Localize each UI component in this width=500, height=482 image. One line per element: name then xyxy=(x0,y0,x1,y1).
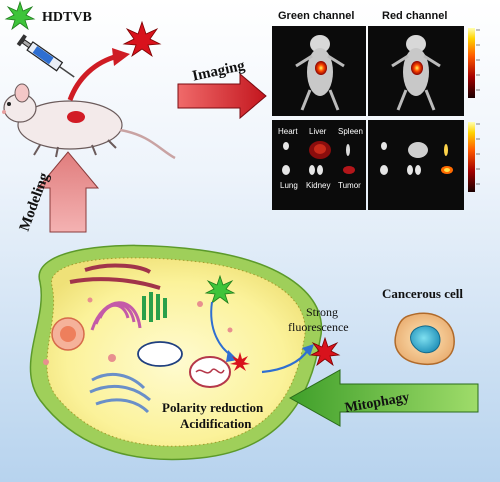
organ-label-liver: Liver xyxy=(309,127,327,136)
organ-label-lung: Lung xyxy=(280,181,298,190)
curved-arrow-head xyxy=(112,48,130,66)
acidification-label: Acidification xyxy=(180,416,252,431)
mitophagy-arrow xyxy=(288,369,479,427)
cancerous-cell-icon xyxy=(394,312,455,366)
fluorescence-arrowhead xyxy=(302,344,314,356)
cell-green-probe-icon xyxy=(204,274,236,305)
golgi-apparatus xyxy=(90,301,142,331)
green-channel-label: Green channel xyxy=(278,10,354,22)
chloroplast-stack xyxy=(142,292,167,322)
mouse-tumor-spot xyxy=(67,111,85,123)
modeling-arrow xyxy=(36,151,100,233)
cancerous-cell-label: Cancerous cell xyxy=(382,286,463,301)
probe-label: HDTVB xyxy=(42,10,92,25)
nucleus xyxy=(51,317,85,351)
vesicle xyxy=(137,341,183,367)
green-channel-organs-image xyxy=(272,120,366,210)
organ-label-spleen: Spleen xyxy=(338,127,363,136)
scale-bar-bottom xyxy=(468,122,475,192)
scale-bar-top xyxy=(468,28,475,98)
fluorescence-arrow xyxy=(261,349,309,374)
mouse-illustration xyxy=(2,83,176,160)
endoplasmic-reticulum xyxy=(69,263,161,290)
probe-green-star-icon xyxy=(4,0,36,31)
green-channel-mouse-silhouette xyxy=(295,35,345,111)
cytoplasm-dots xyxy=(43,297,233,365)
organ-label-heart: Heart xyxy=(278,127,298,136)
organ-label-tumor: Tumor xyxy=(338,181,361,190)
scale-ticks xyxy=(476,29,480,185)
probe-red-star-icon xyxy=(122,20,162,58)
cell-red-probe-icon xyxy=(230,352,250,371)
mitochondrion xyxy=(189,356,231,388)
lower-er xyxy=(89,372,151,414)
red-channel-organs-image xyxy=(368,120,464,210)
imaging-panel: Green channel Red channel xyxy=(272,10,480,210)
strong-fluorescence-label-line2: fluorescence xyxy=(288,320,349,334)
syringe-icon xyxy=(16,34,75,78)
organ-label-kidney: Kidney xyxy=(306,181,330,190)
imaging-arrow xyxy=(177,72,267,120)
curved-arrow-to-red-probe xyxy=(67,53,119,101)
strong-fluorescence-red-star-icon xyxy=(309,336,341,367)
cell-illustration xyxy=(29,244,323,461)
strong-fluorescence-label-line1: Strong xyxy=(306,305,338,319)
polarity-reduction-label: Polarity reduction xyxy=(162,400,264,415)
red-channel-organs xyxy=(380,142,453,175)
green-channel-organs xyxy=(282,141,355,175)
red-channel-label: Red channel xyxy=(382,10,447,22)
red-channel-mouse-silhouette xyxy=(391,35,441,111)
